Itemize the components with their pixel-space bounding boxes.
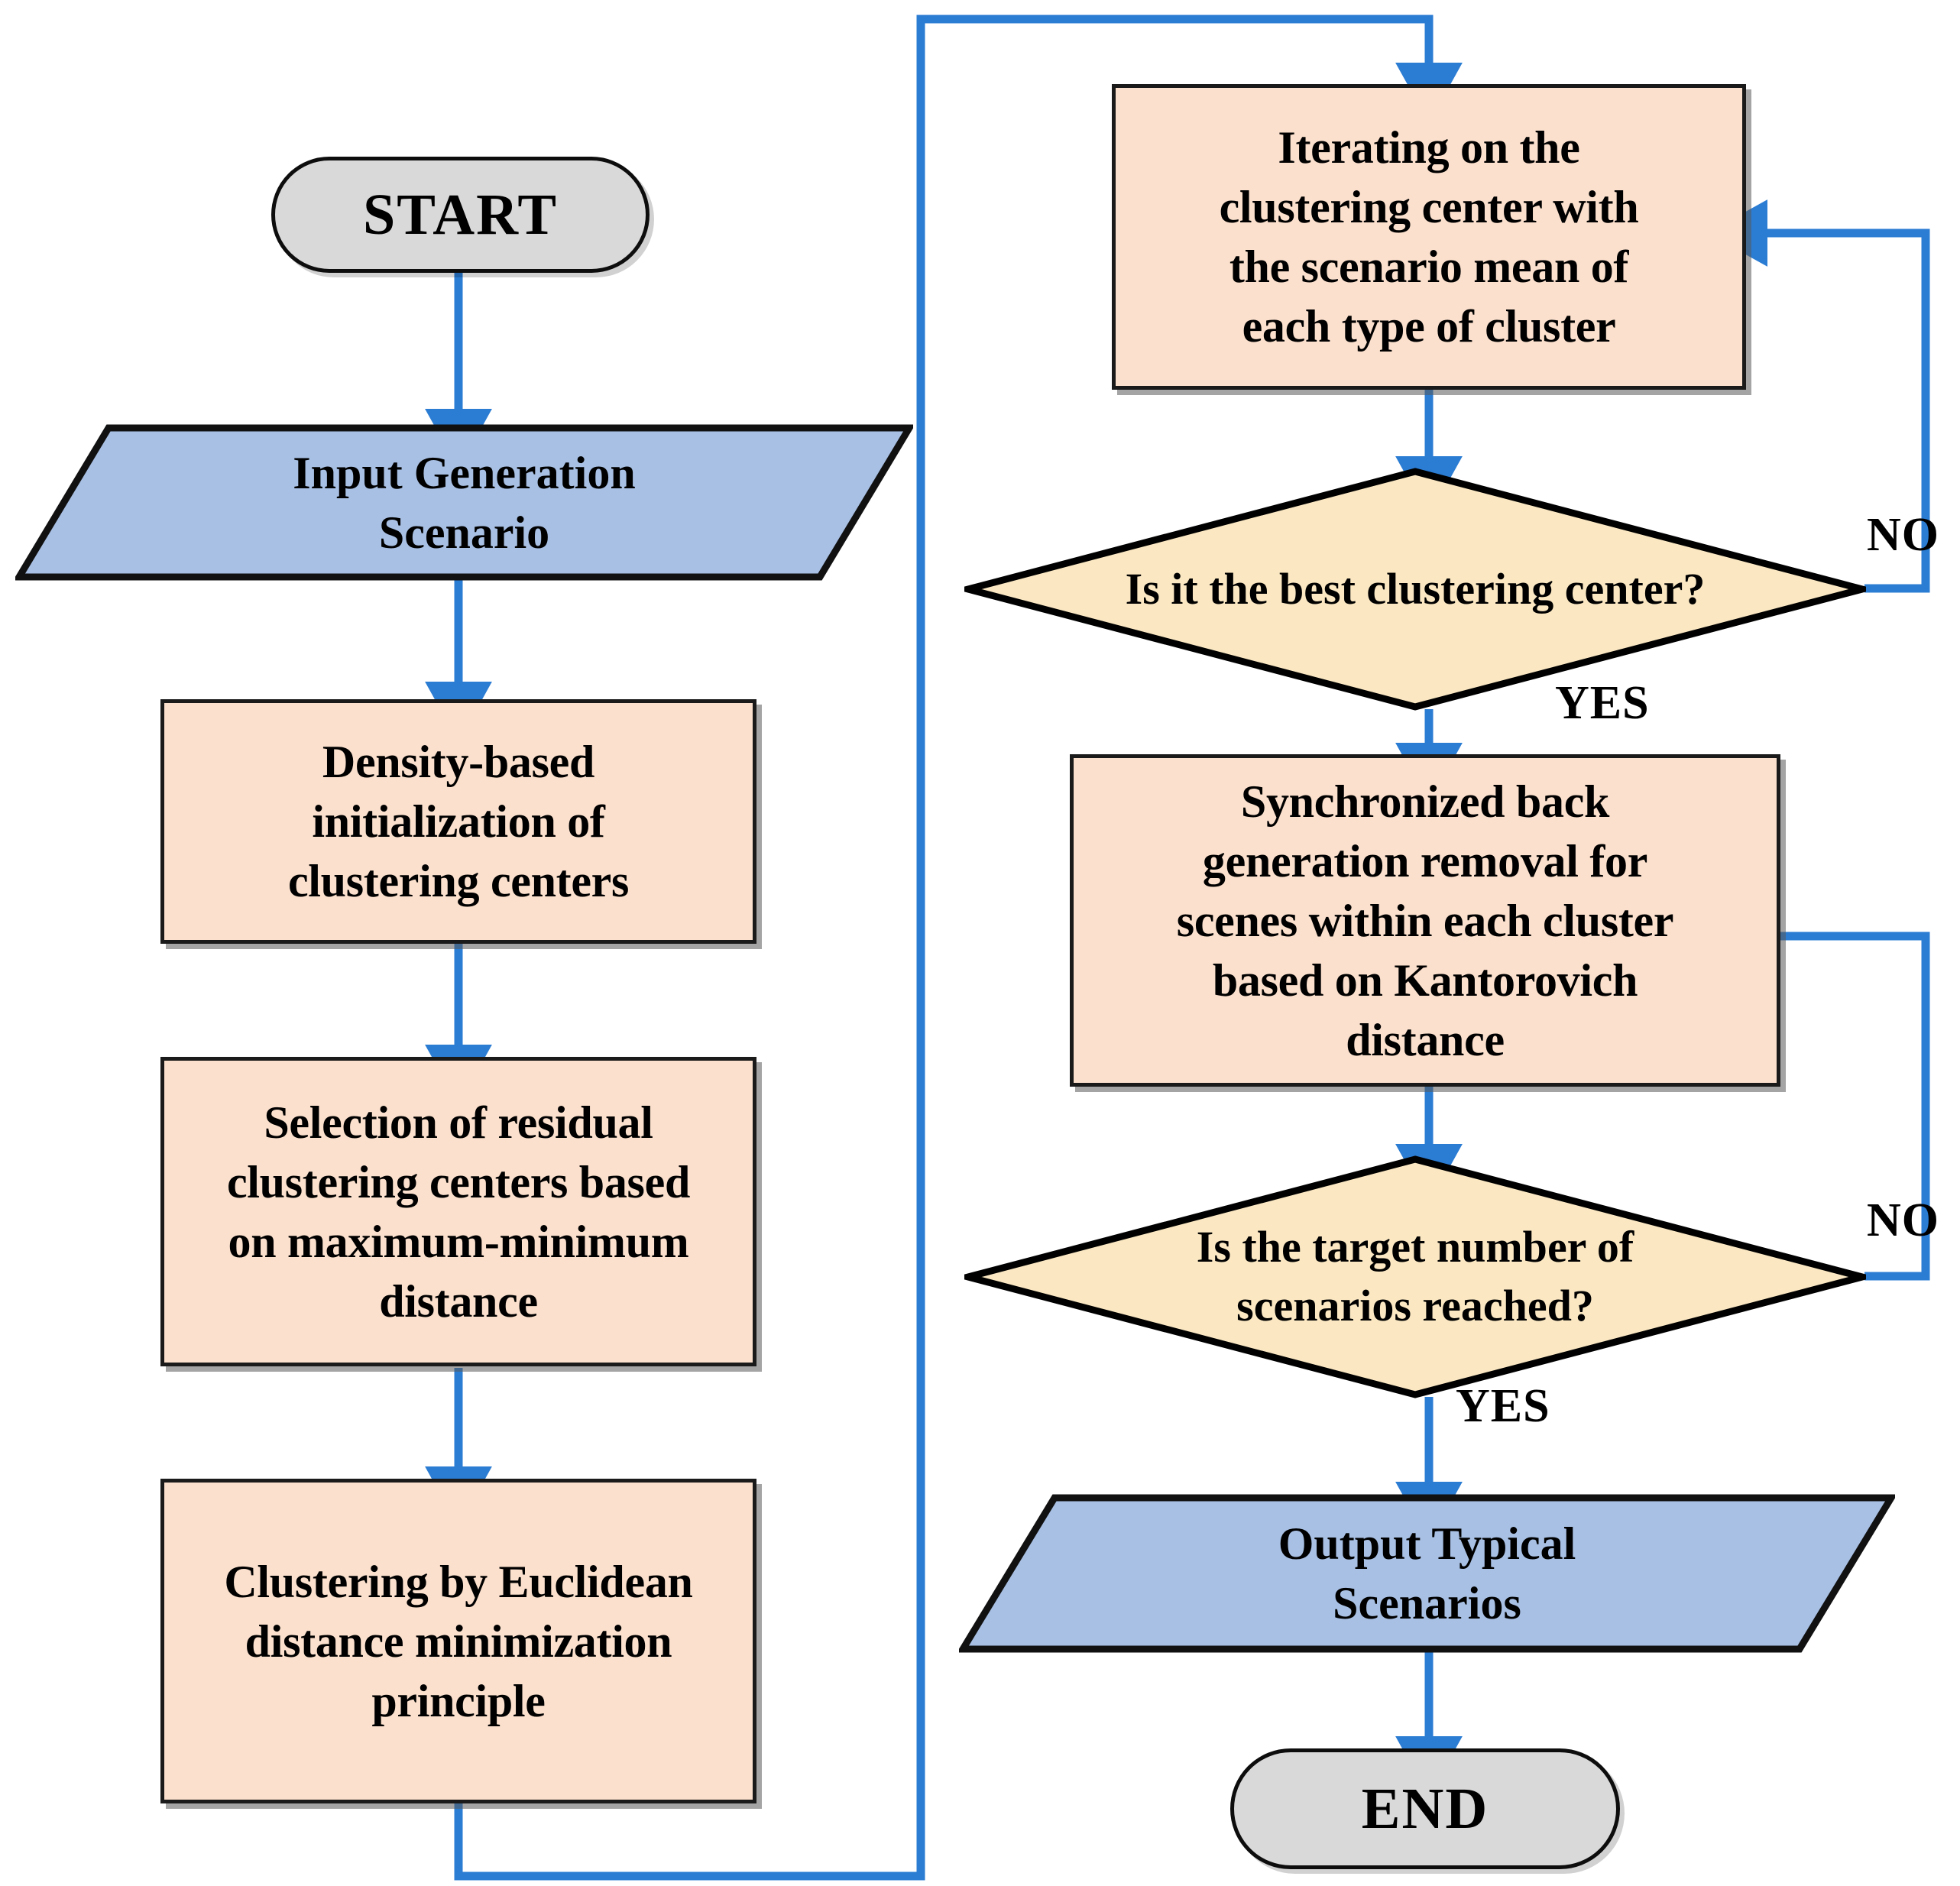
- node-target-reached-decision[interactable]: Is the target number of scenarios reache…: [964, 1155, 1866, 1398]
- parallelogram-shape-input: [15, 424, 913, 581]
- edge-label-target-yes: YES: [1456, 1380, 1550, 1432]
- node-target-reached-decision-label: Is the target number of scenarios reache…: [1196, 1222, 1634, 1330]
- node-density-init[interactable]: Density-based initialization of clusteri…: [160, 699, 756, 944]
- node-kantorovich-removal-label: Synchronized back generation removal for…: [1176, 776, 1674, 1065]
- diamond-shape-target-reached: [964, 1155, 1866, 1398]
- node-output-scenarios-label: Output Typical Scenarios: [1278, 1518, 1576, 1628]
- node-input-scenario[interactable]: Input Generation Scenario: [15, 424, 913, 581]
- parallelogram-shape-output: [959, 1494, 1895, 1653]
- edge-label-best-center-no: NO: [1867, 509, 1939, 561]
- node-residual-selection[interactable]: Selection of residual clustering centers…: [160, 1057, 756, 1366]
- node-start[interactable]: START: [271, 157, 650, 273]
- node-kantorovich-removal[interactable]: Synchronized back generation removal for…: [1070, 754, 1780, 1087]
- node-end[interactable]: END: [1230, 1748, 1620, 1869]
- node-best-center-decision-label: Is it the best clustering center?: [1125, 563, 1706, 614]
- node-iterate-center-label: Iterating on the clustering center with …: [1219, 122, 1639, 352]
- node-residual-selection-label: Selection of residual clustering centers…: [226, 1097, 691, 1327]
- edge-label-best-center-yes: YES: [1555, 677, 1650, 729]
- node-iterate-center[interactable]: Iterating on the clustering center with …: [1112, 84, 1746, 390]
- node-euclidean-clustering-label: Clustering by Euclidean distance minimiz…: [224, 1556, 693, 1726]
- node-input-scenario-label: Input Generation Scenario: [293, 447, 636, 558]
- diamond-shape-best-center: [964, 468, 1866, 711]
- node-euclidean-clustering[interactable]: Clustering by Euclidean distance minimiz…: [160, 1479, 756, 1803]
- edge-label-target-no: NO: [1867, 1194, 1939, 1246]
- node-start-label: START: [362, 182, 559, 247]
- node-output-scenarios[interactable]: Output Typical Scenarios: [959, 1494, 1895, 1653]
- node-density-init-label: Density-based initialization of clusteri…: [287, 737, 630, 906]
- node-best-center-decision[interactable]: Is it the best clustering center?: [964, 468, 1866, 711]
- node-end-label: END: [1361, 1776, 1489, 1841]
